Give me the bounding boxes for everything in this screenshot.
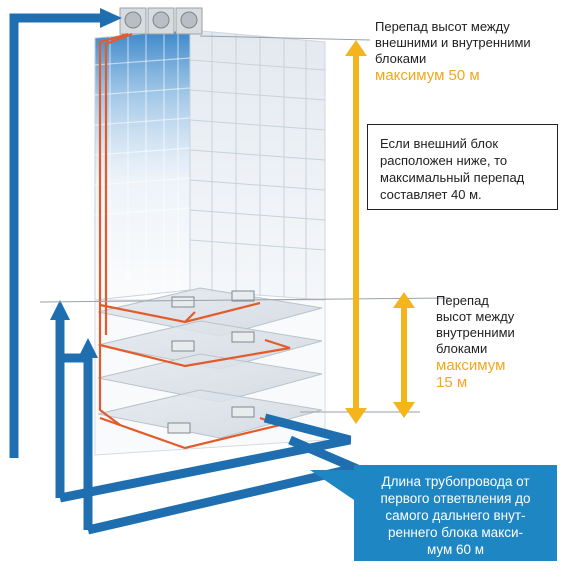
indoor-indoor-diff-value-1: максимум [436,357,506,374]
indoor-indoor-diff-line-4: блоками [436,341,488,356]
building-side [189,29,326,301]
arrow-floor [59,413,352,503]
facade-grid [94,32,191,298]
outdoor-units [119,7,203,35]
pipe-length-callout: Длина трубопровода от первого ответвлени… [354,465,557,561]
indoor-indoor-diff-line-1: Перепад [436,293,489,308]
arrow-left-up [9,13,100,458]
indoor-units [167,290,255,434]
outdoor-indoor-diff-line-1: Перепад высот между [375,19,510,34]
pipe-length-line-3: самого дальнего внут- [385,508,526,523]
lower-outdoor-note-line-4: составляет 40 м. [380,187,482,202]
indoor-indoor-diff-value-2: 15 м [436,374,468,391]
pipe-length-line-1: Длина трубопровода от [381,474,530,489]
lower-outdoor-note-line-2: расположен ниже, то [380,153,508,168]
outdoor-indoor-diff-line-3: блоками [375,51,427,66]
side-grid [189,32,326,299]
lower-outdoor-note: Если внешний блок расположен ниже, то ма… [367,124,558,210]
lower-outdoor-note-line-1: Если внешний блок [380,136,499,151]
outdoor-indoor-diff-value: максимум 50 м [375,67,480,84]
pipe-length-line-5: мум 60 м [426,542,485,557]
pipe-length-line-2: первого ответвления до [380,491,531,506]
callout-pointer [310,470,354,500]
building-facade [94,29,191,301]
indoor-indoor-diff-line-3: внутренними [436,325,515,340]
pipe-length-line-4: реннего блока макси- [387,525,524,540]
indoor-indoor-diff-label: Перепад высот между внутренними блоками … [436,293,561,391]
outdoor-indoor-diff-label: Перепад высот между внешними и внутренни… [375,19,565,84]
arrow-heads [50,8,122,358]
dimension-arrow-50m [353,52,359,412]
dimension-arrow-15m [401,305,407,405]
lower-outdoor-note-line-3: максимальный перепад [380,170,525,185]
outdoor-indoor-diff-line-2: внешними и внутренними [375,35,531,50]
dimension-arrows [345,40,415,424]
indoor-indoor-diff-line-2: высот между [436,309,515,324]
refrigerant-pipes [98,32,291,450]
